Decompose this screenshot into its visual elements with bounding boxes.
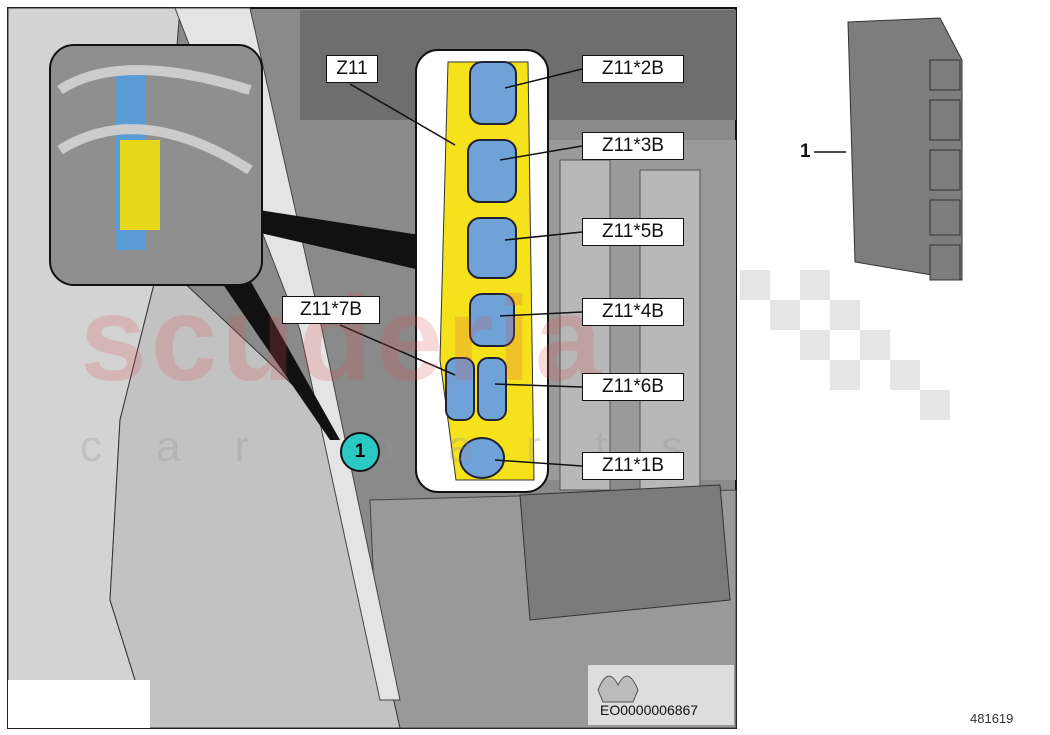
diagram-part-number: 481619: [970, 711, 1014, 726]
label-z11-3b: Z11*3B: [582, 132, 684, 160]
connector-1b: [459, 437, 505, 479]
connector-3b: [467, 139, 517, 203]
label-z11-1b: Z11*1B: [582, 452, 684, 480]
label-z11: Z11: [326, 55, 378, 83]
connector-2b: [469, 61, 517, 125]
label-z11-7b: Z11*7B: [282, 296, 380, 324]
part-image-connector-housing: [847, 17, 963, 281]
label-z11-5b: Z11*5B: [582, 218, 684, 246]
label-z11-2b: Z11*2B: [582, 55, 684, 83]
connector-5b: [467, 217, 517, 279]
label-z11-6b: Z11*6B: [582, 373, 684, 401]
connector-4b: [469, 293, 515, 347]
part-callout-number[interactable]: 1: [800, 141, 811, 162]
watermark-checker: [740, 270, 950, 420]
watermark-text: scuderia: [80, 272, 606, 406]
drawing-code: EO0000006867: [600, 702, 699, 718]
connector-6b: [477, 357, 507, 421]
label-z11-4b: Z11*4B: [582, 298, 684, 326]
manufacturer-logo: [597, 675, 639, 703]
position-badge: 1: [340, 432, 380, 472]
